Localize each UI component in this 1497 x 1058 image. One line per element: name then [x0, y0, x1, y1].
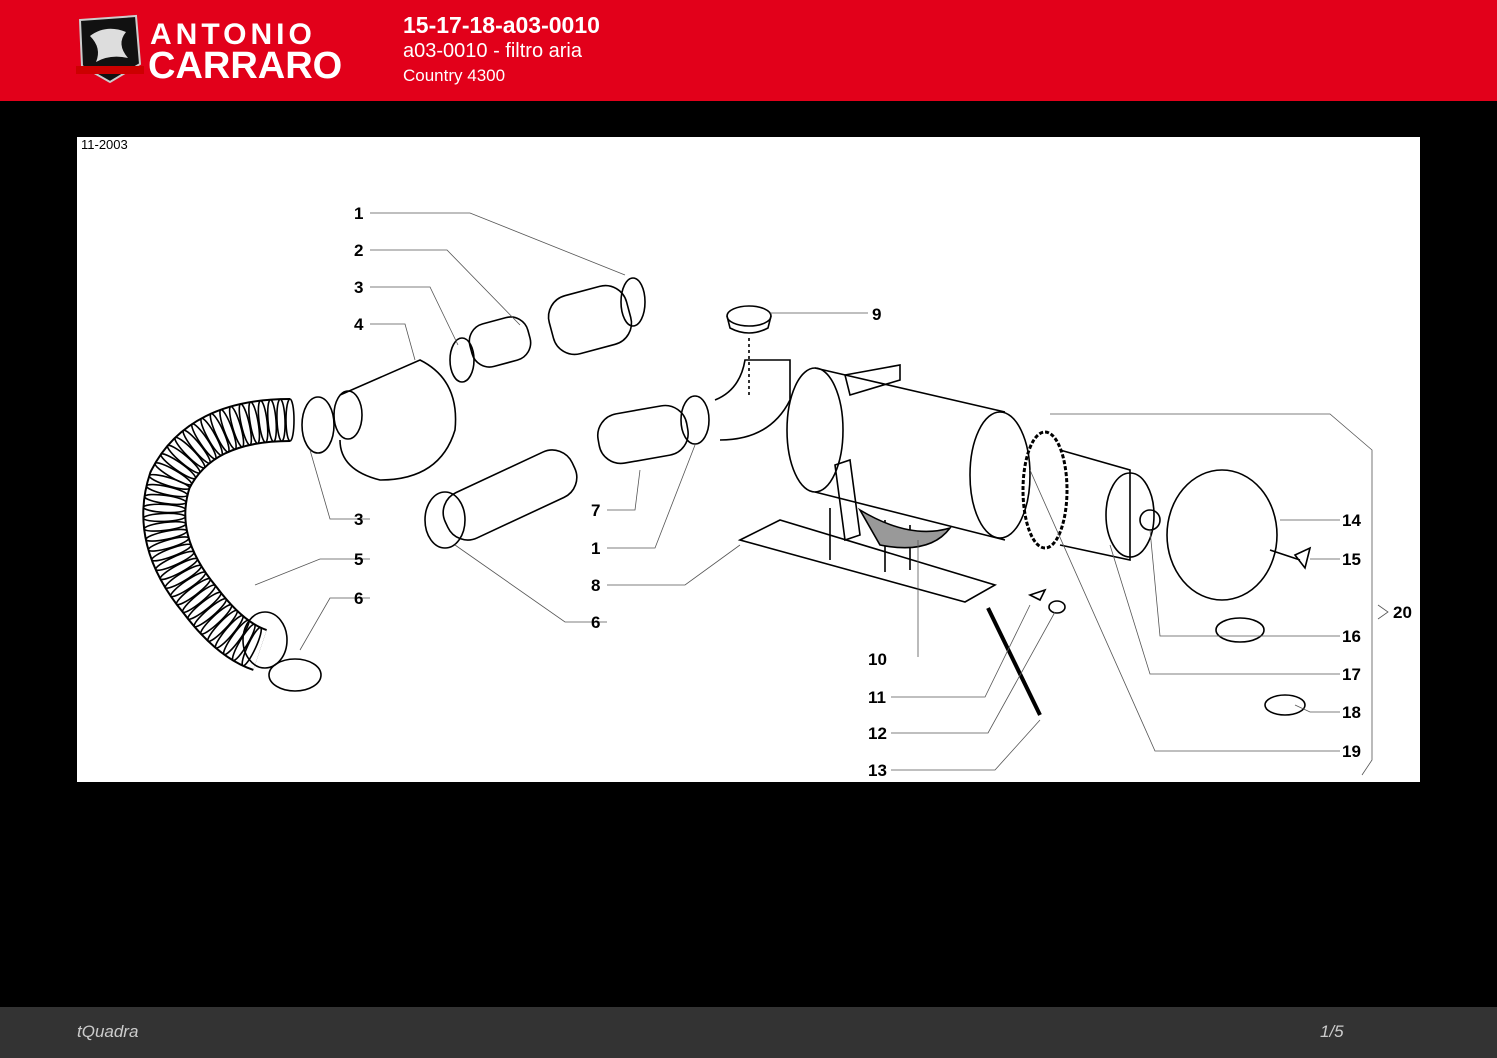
- hose-rib: [206, 609, 239, 643]
- hose-rib: [159, 557, 199, 581]
- brand-line1: ANTONIO: [150, 18, 316, 51]
- callout: 17: [1342, 665, 1361, 684]
- hose-rib: [175, 577, 212, 606]
- callout: 19: [1342, 742, 1361, 761]
- hose-rib: [190, 423, 217, 460]
- hose-rib: [266, 398, 278, 443]
- hose-rib: [181, 584, 217, 614]
- hose-rib: [187, 591, 222, 621]
- callout: 5: [354, 550, 363, 569]
- callout: 12: [868, 724, 887, 743]
- callout: 1: [591, 539, 600, 558]
- footer-brand: tQuadra: [77, 1022, 139, 1041]
- callout: 18: [1342, 703, 1361, 722]
- hose-rib: [160, 453, 197, 480]
- callout: 20: [1393, 603, 1412, 622]
- callout: 6: [354, 589, 363, 608]
- parts-drawing: 1 2 3 4 3 5 6 7 1 8 6 9 10 11 12 13 14 1…: [142, 204, 1412, 780]
- model-name: Country 4300: [403, 66, 506, 85]
- hose-rib: [169, 571, 207, 598]
- callout: 2: [354, 241, 363, 260]
- page-indicator: 1/5: [1320, 1022, 1344, 1041]
- antonio-carraro-logo: ANTONIO CARRARO: [76, 14, 342, 84]
- hose-rib: [154, 462, 193, 486]
- hose-rib: [248, 401, 261, 445]
- hose-rib: [148, 473, 191, 491]
- callout: 15: [1342, 550, 1361, 569]
- callout: 3: [354, 278, 363, 297]
- diagram-date: 11-2003: [81, 137, 128, 152]
- callout: 8: [591, 576, 600, 595]
- footer: tQuadra 1/5: [0, 1007, 1497, 1058]
- callout: 9: [872, 305, 881, 324]
- hose-rib: [209, 412, 230, 453]
- hose-rib: [238, 403, 253, 446]
- hose-rib: [154, 550, 195, 572]
- page-code: 15-17-18-a03-0010: [403, 12, 600, 38]
- exploded-diagram: 11-2003: [77, 137, 1420, 782]
- hose-rib: [257, 399, 269, 444]
- hose-rib: [174, 436, 206, 469]
- callout: 14: [1342, 511, 1361, 530]
- hose-rib: [241, 626, 263, 667]
- callout: 3: [354, 510, 363, 529]
- hose-rib: [142, 512, 187, 523]
- page-subtitle: a03-0010 - filtro aria: [403, 40, 582, 62]
- hose-rib: [142, 503, 187, 514]
- hose-rib: [285, 398, 295, 442]
- header: ANTONIO CARRARO 15-17-18-a03-0010 a03-00…: [0, 0, 1497, 101]
- hose-rib: [150, 543, 192, 562]
- hose-rib: [193, 597, 228, 628]
- brand-line2: CARRARO: [148, 45, 342, 84]
- hose-rib: [145, 528, 188, 542]
- callout: 16: [1342, 627, 1361, 646]
- hose-rib: [147, 536, 190, 552]
- hose-rib: [182, 429, 211, 465]
- hose-rib: [228, 405, 245, 448]
- callouts: 1 2 3 4 3 5 6 7 1 8 6 9 10 11 12 13 14 1…: [354, 204, 1412, 780]
- hose-rib: [200, 417, 224, 457]
- hose-rib: [199, 603, 233, 635]
- hose-rib: [231, 623, 256, 662]
- hose-rib: [219, 408, 237, 451]
- callout: 1: [354, 204, 363, 223]
- callout: 10: [868, 650, 887, 669]
- hose-rib: [143, 493, 187, 506]
- callout: 4: [354, 315, 364, 334]
- callout: 11: [868, 688, 886, 707]
- hose-rib: [164, 564, 203, 590]
- callout: 13: [868, 761, 887, 780]
- callout: 6: [591, 613, 600, 632]
- hose-rib: [214, 614, 244, 649]
- hose-rib: [276, 398, 286, 442]
- hose-rib: [145, 483, 189, 498]
- hose-rib: [166, 444, 201, 474]
- hose-rib: [143, 520, 187, 532]
- callout: 7: [591, 501, 600, 520]
